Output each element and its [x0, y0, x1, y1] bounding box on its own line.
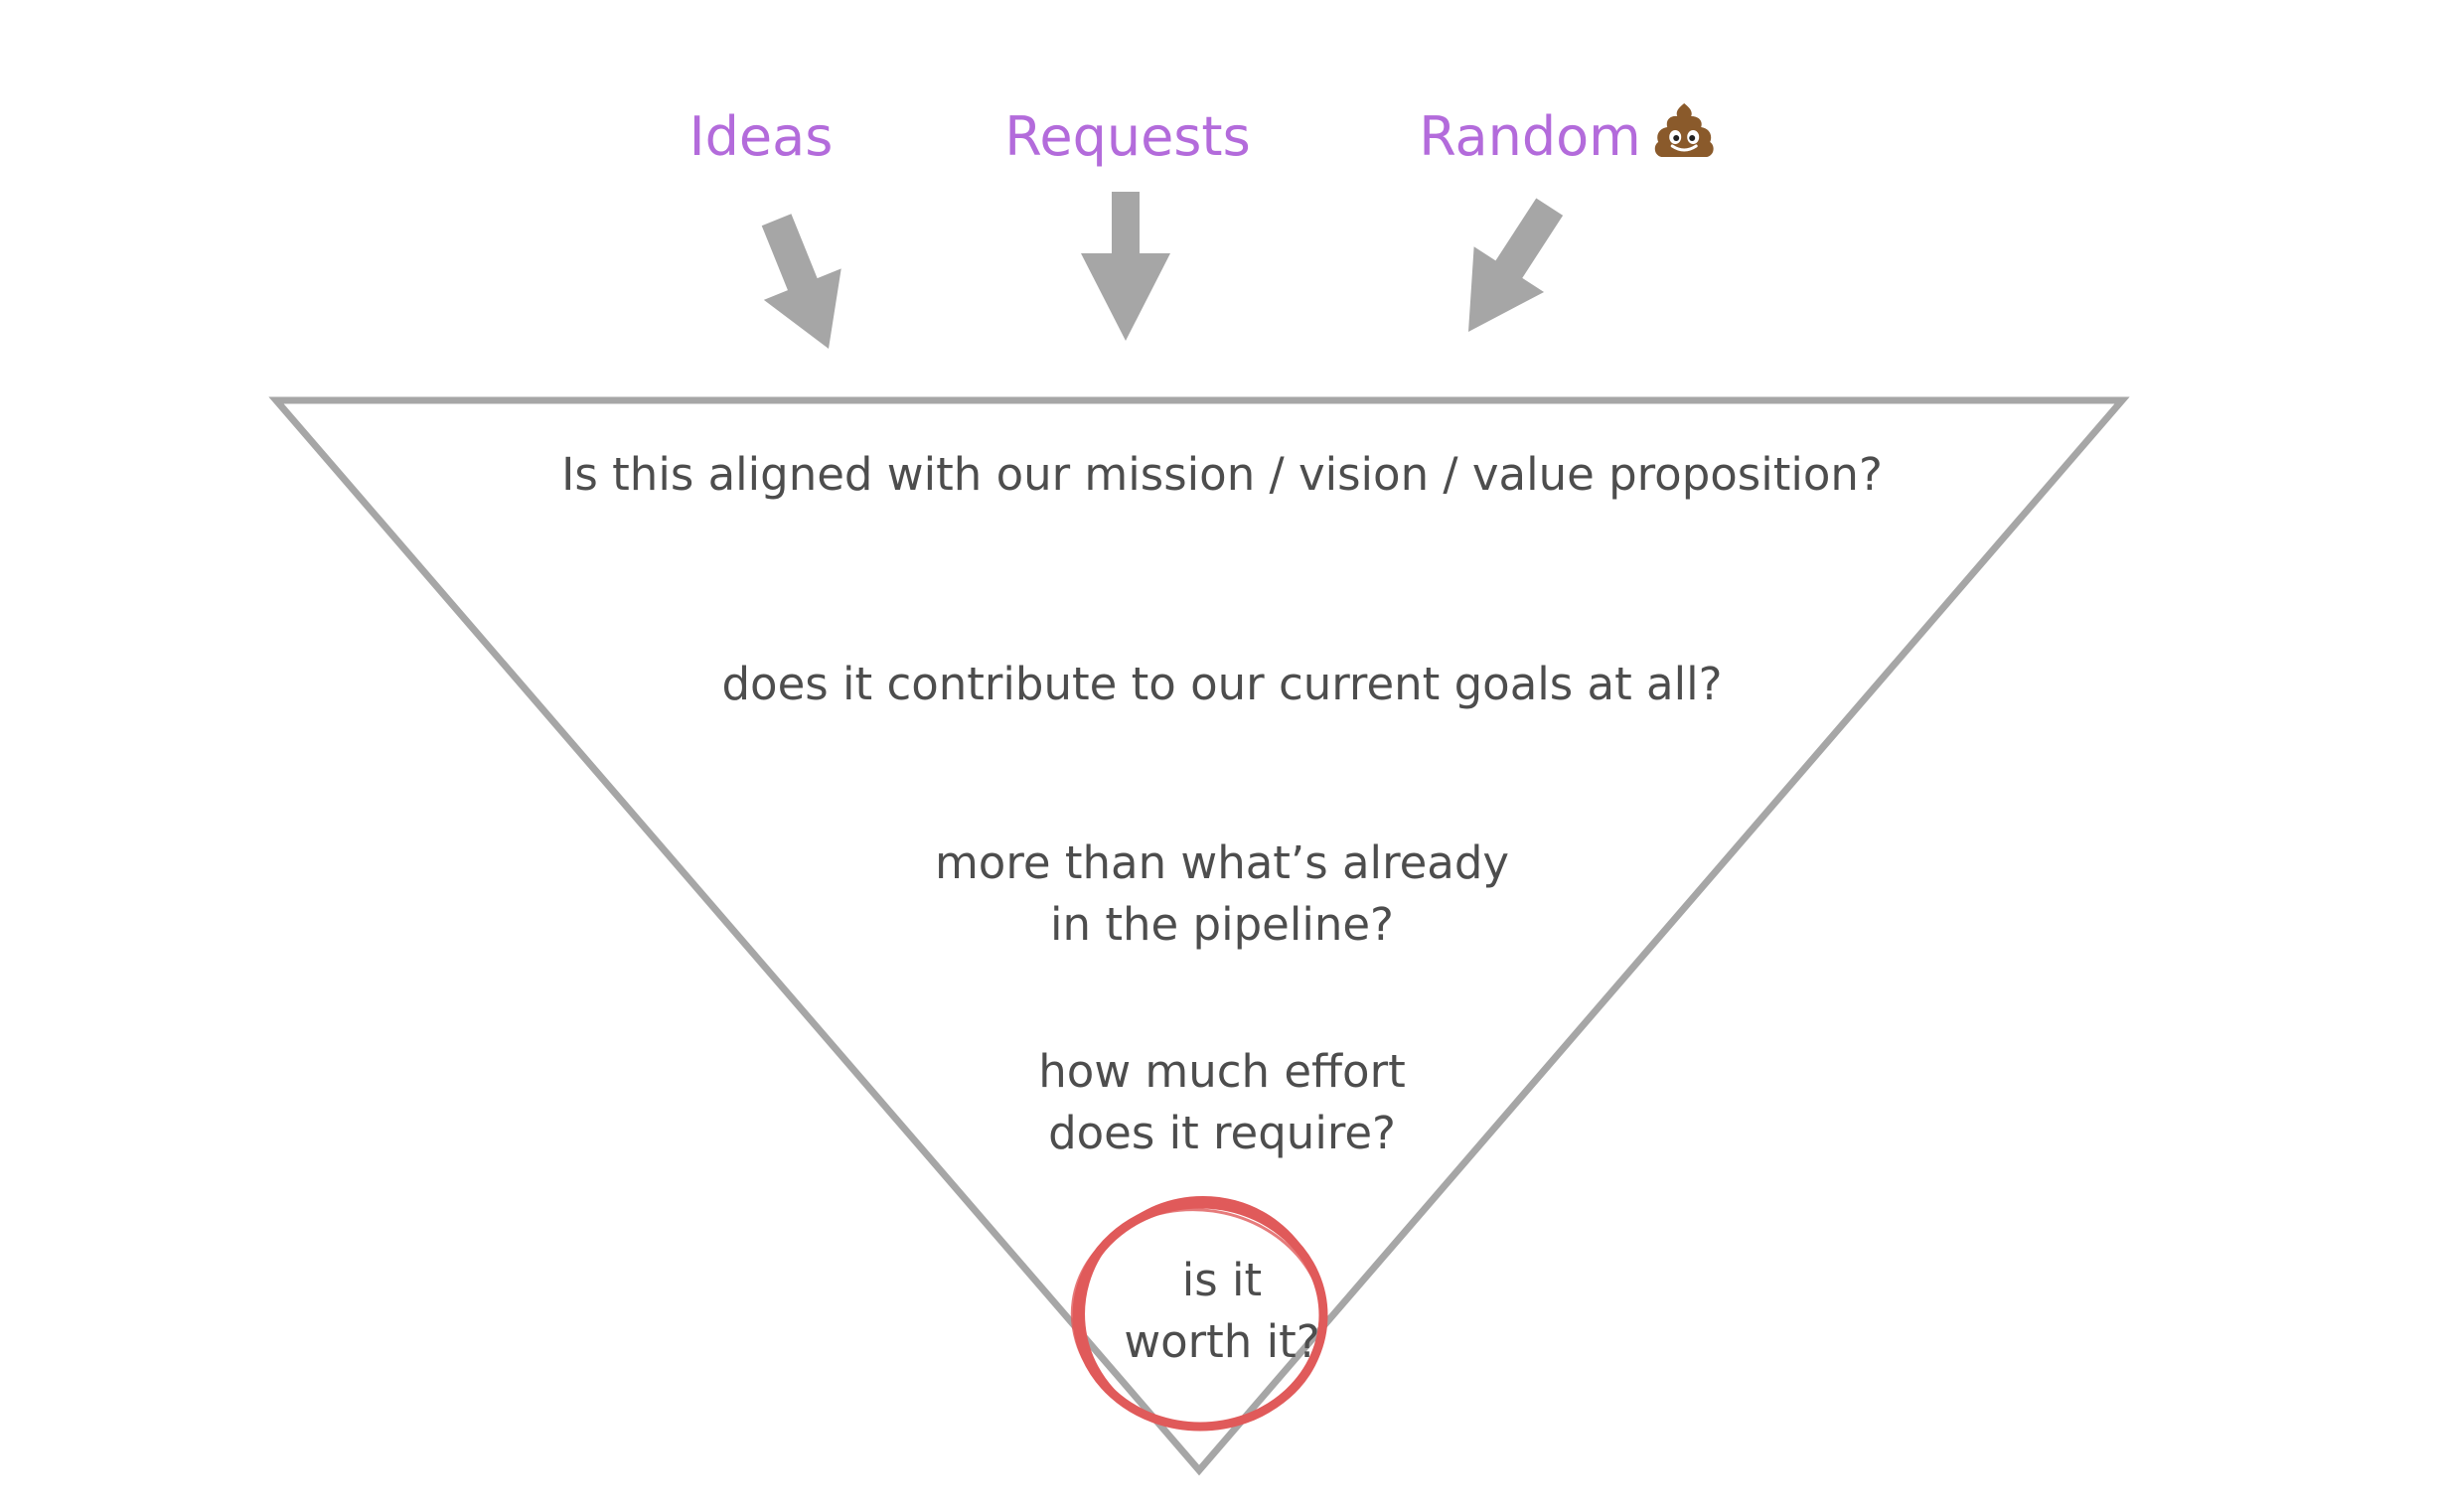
funnel-question-goals: does it contribute to our current goals … [0, 654, 2444, 715]
arrow-ideas-icon [761, 214, 841, 349]
source-label-requests: Requests [1004, 105, 1251, 168]
question-line: worth it? [1124, 1315, 1320, 1368]
poop-emoji-icon [1653, 99, 1715, 174]
question-line: more than what’s already [934, 836, 1510, 889]
source-label-random: Random [1419, 103, 1715, 178]
question-line: how much effort [1038, 1045, 1406, 1098]
funnel-question-mission: Is this aligned with our mission / visio… [0, 444, 2444, 506]
question-line: does it require? [1048, 1107, 1396, 1159]
funnel-question-pipeline: more than what’s already in the pipeline… [0, 832, 2444, 956]
funnel-triangle [268, 396, 2130, 1476]
question-line: is it [1181, 1254, 1263, 1306]
source-label-ideas: Ideas [688, 105, 834, 168]
question-line: in the pipeline? [1050, 898, 1394, 951]
highlight-ring [1070, 1195, 1328, 1432]
arrow-requests-icon [1081, 192, 1170, 341]
funnel-question-worth-it: is it worth it? [0, 1250, 2444, 1373]
question-line: does it contribute to our current goals … [721, 658, 1723, 710]
source-label-random-text: Random [1419, 105, 1641, 169]
funnel-question-effort: how much effort does it require? [0, 1041, 2444, 1164]
arrow-random-icon [1468, 198, 1564, 332]
question-line: Is this aligned with our mission / visio… [561, 448, 1883, 501]
